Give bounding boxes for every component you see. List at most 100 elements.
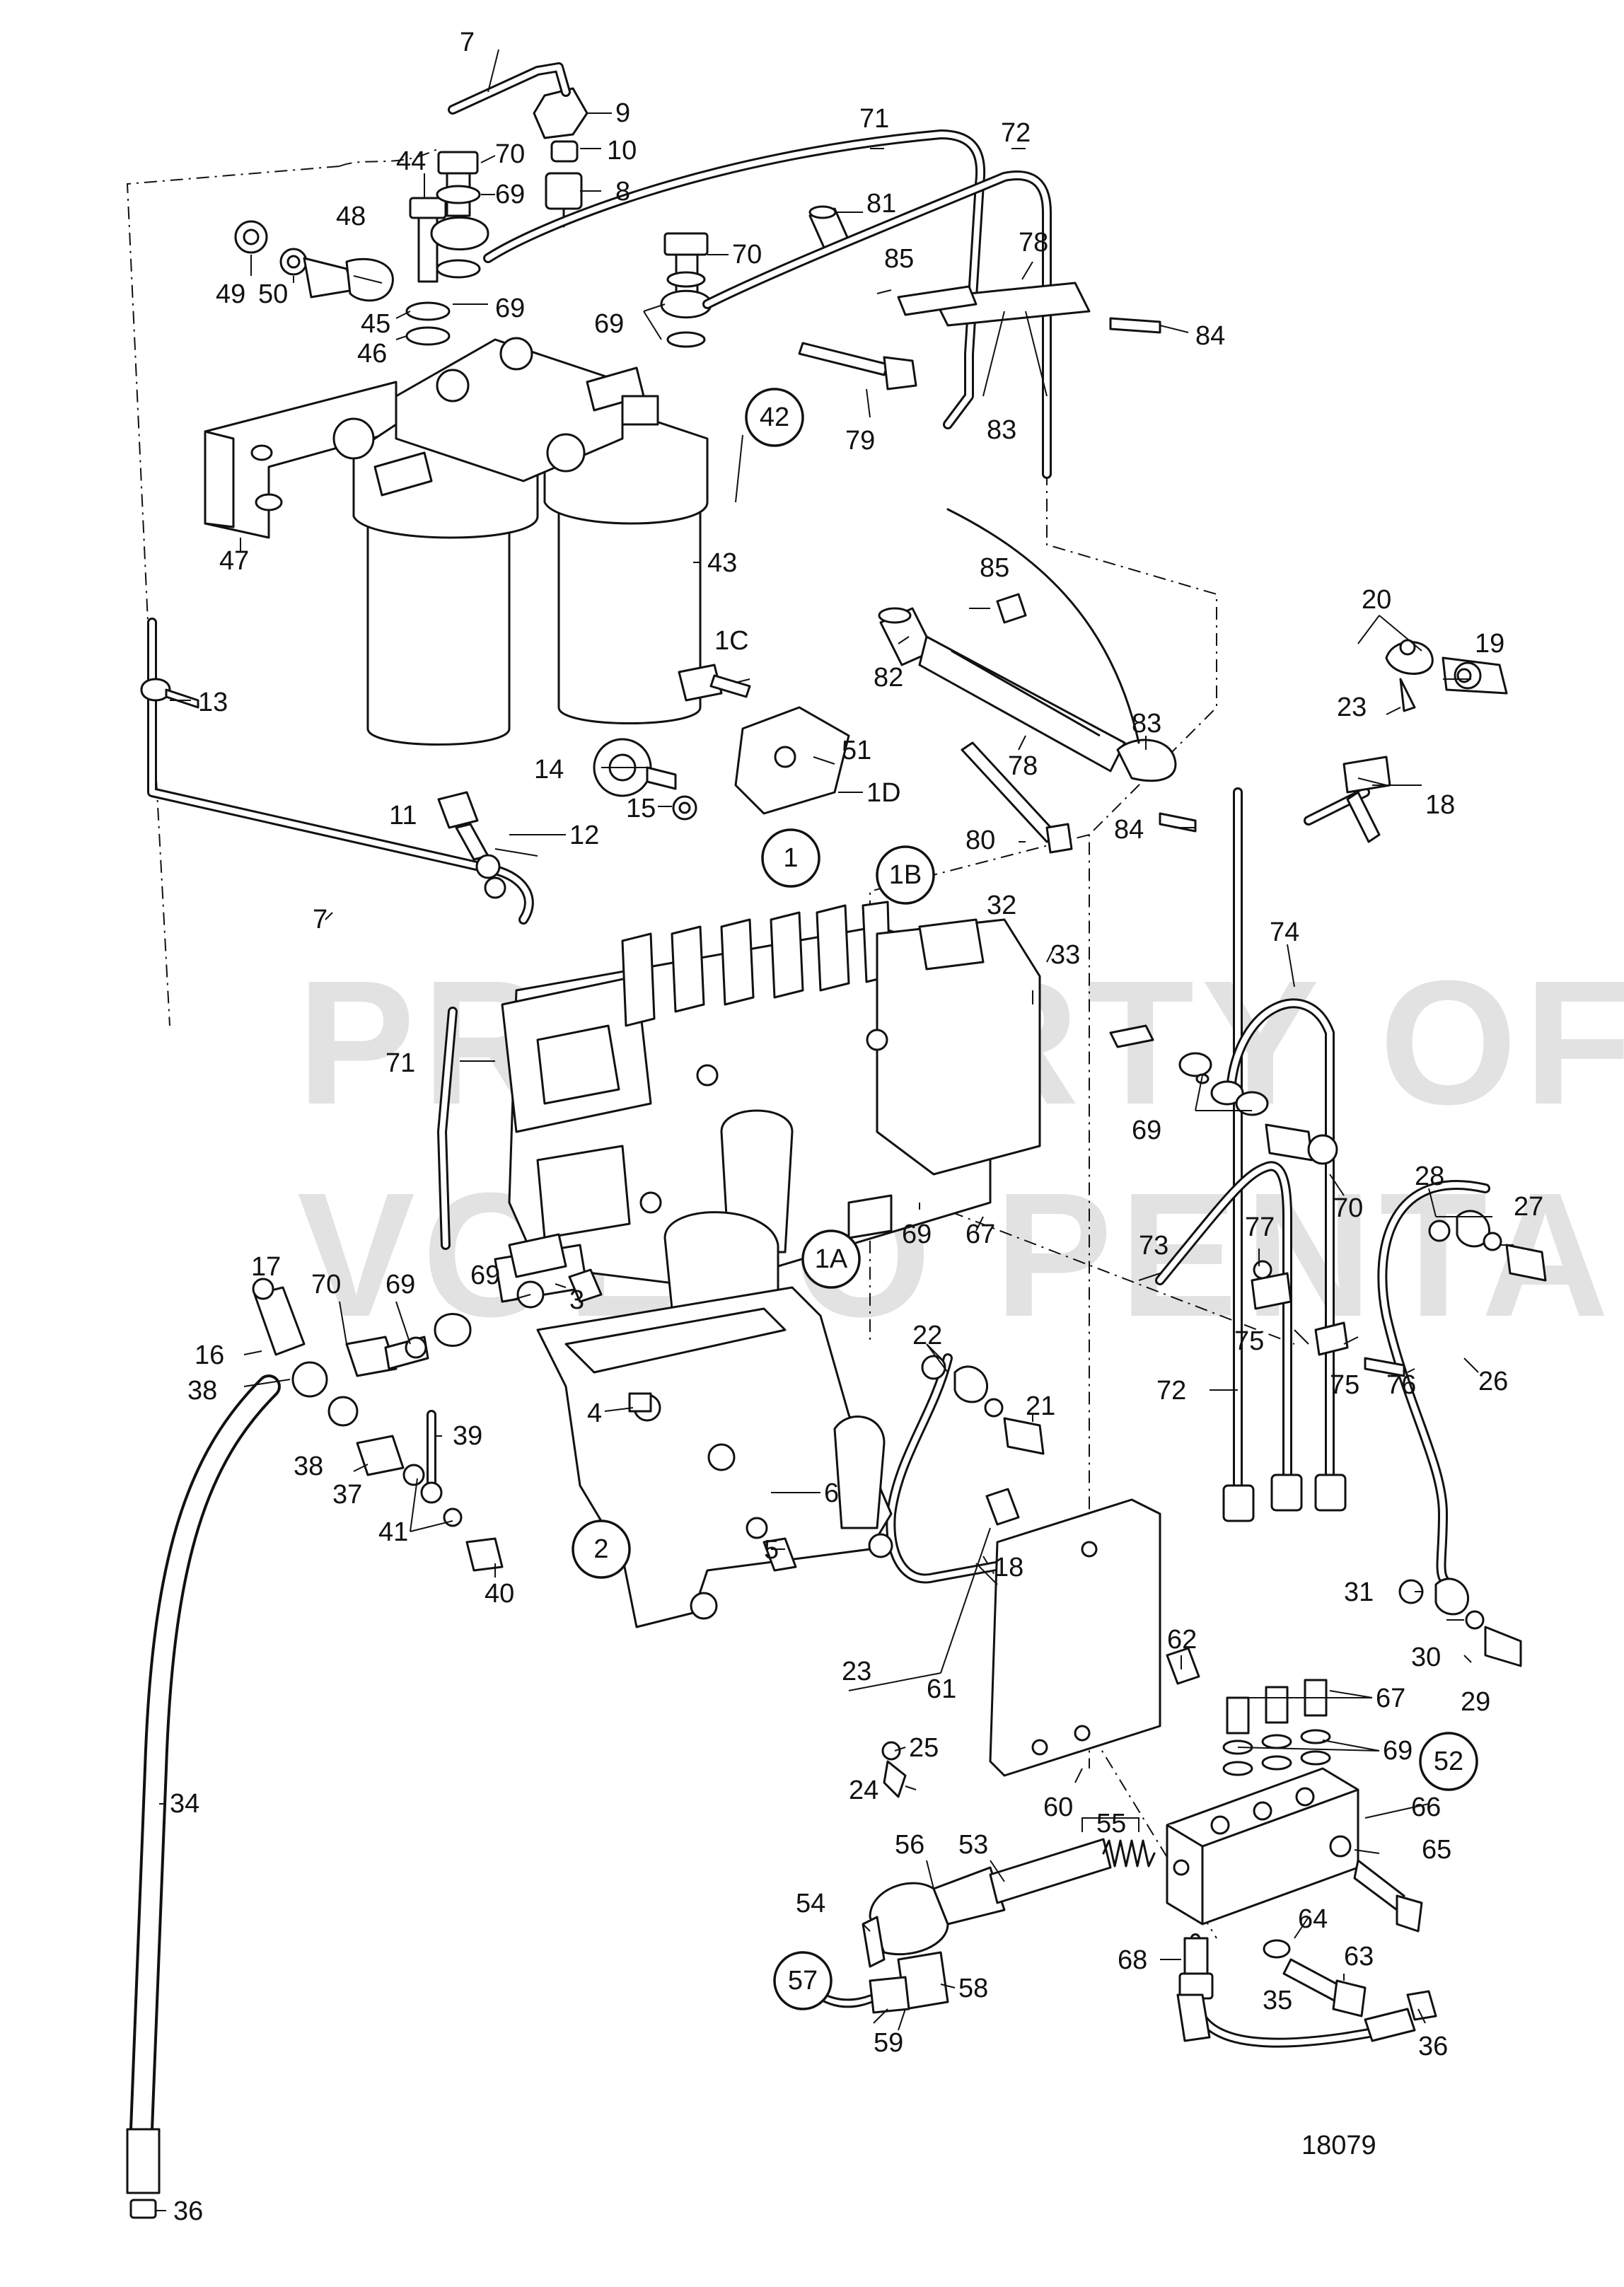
circled-labels: 42 1 1B 1A 2 52 57: [572, 388, 1478, 2010]
part-label-33: 33: [1050, 940, 1080, 970]
part-label-60: 60: [1043, 1793, 1073, 1822]
part-label-5: 5: [764, 1535, 779, 1565]
part-label-55: 55: [1096, 1809, 1126, 1839]
part-label-23: 23: [842, 1657, 871, 1686]
circled-label-52: 52: [1419, 1732, 1478, 1791]
part-label-12: 12: [569, 821, 599, 850]
part-label-10: 10: [607, 136, 637, 166]
mounting-plate: [989, 1498, 1161, 1777]
part-label-7: 7: [313, 905, 327, 934]
part-label-72: 72: [1001, 118, 1031, 148]
part-label-1C: 1C: [714, 626, 749, 656]
part-label-49: 49: [216, 279, 245, 309]
part-label-23: 23: [1337, 693, 1367, 722]
part-label-26: 26: [1478, 1367, 1508, 1396]
part-label-17: 17: [251, 1252, 281, 1282]
part-label-3: 3: [569, 1285, 584, 1315]
part-label-34: 34: [170, 1789, 199, 1819]
part-label-76: 76: [1386, 1370, 1416, 1400]
part-label-24: 24: [849, 1776, 878, 1805]
part-label-79: 79: [845, 426, 875, 456]
svg-text:42: 42: [760, 403, 789, 432]
svg-text:1A: 1A: [815, 1244, 848, 1274]
part-label-8: 8: [615, 177, 630, 207]
part-label-37: 37: [332, 1480, 362, 1510]
circled-label-1B: 1B: [876, 845, 935, 905]
circled-label-1: 1: [761, 828, 820, 888]
part-label-58: 58: [958, 1974, 988, 2003]
part-label-18: 18: [1425, 790, 1455, 820]
part-label-14: 14: [534, 755, 564, 784]
part-label-70: 70: [1333, 1193, 1363, 1223]
part-label-68: 68: [1118, 1945, 1147, 1975]
part-label-25: 25: [909, 1733, 939, 1763]
part-label-70: 70: [495, 139, 525, 169]
filter-canister-right: [557, 494, 702, 724]
filter-canister-left: [366, 508, 511, 746]
part-label-67: 67: [1376, 1684, 1405, 1713]
part-label-83: 83: [1132, 709, 1161, 739]
fuel-filter-assembly: [204, 337, 709, 746]
part-label-32: 32: [987, 891, 1016, 920]
part-label-61: 61: [927, 1674, 956, 1704]
part-label-75: 75: [1234, 1326, 1264, 1356]
part-label-78: 78: [1008, 751, 1038, 781]
part-label-75: 75: [1330, 1370, 1359, 1400]
part-label-36: 36: [1418, 2032, 1448, 2061]
part-label-21: 21: [1026, 1391, 1055, 1421]
part-label-31: 31: [1344, 1577, 1374, 1607]
part-label-39: 39: [453, 1421, 482, 1451]
part-label-62: 62: [1167, 1625, 1197, 1655]
leader-lines: [156, 49, 1514, 2211]
part-label-66: 66: [1411, 1793, 1441, 1822]
part-label-54: 54: [796, 1889, 825, 1918]
part-label-6: 6: [824, 1478, 839, 1508]
distribution-block-assembly: [140, 678, 1437, 2042]
part-label-4: 4: [587, 1399, 602, 1428]
part-label-53: 53: [958, 1830, 988, 1860]
part-label-69: 69: [470, 1261, 500, 1290]
part-label-82: 82: [874, 663, 903, 693]
part-label-1D: 1D: [866, 778, 901, 808]
part-label-27: 27: [1514, 1192, 1543, 1222]
circled-label-57: 57: [773, 1951, 833, 2010]
part-label-69: 69: [1383, 1736, 1413, 1766]
part-label-84: 84: [1195, 321, 1225, 351]
part-label-40: 40: [485, 1579, 514, 1609]
part-label-71: 71: [385, 1048, 415, 1078]
part-label-77: 77: [1245, 1212, 1275, 1242]
part-label-15: 15: [626, 794, 656, 823]
part-label-59: 59: [874, 2028, 903, 2058]
circled-label-42: 42: [745, 388, 804, 447]
part-label-44: 44: [396, 146, 426, 176]
part-label-38: 38: [187, 1376, 217, 1406]
part-label-50: 50: [258, 279, 288, 309]
part-label-69: 69: [495, 294, 525, 323]
part-label-74: 74: [1270, 917, 1299, 947]
part-label-30: 30: [1411, 1643, 1441, 1672]
part-label-69: 69: [495, 180, 525, 209]
svg-text:1B: 1B: [889, 860, 922, 890]
drawing-number: 18079: [1301, 2131, 1376, 2160]
part-label-64: 64: [1298, 1904, 1328, 1934]
part-label-36: 36: [173, 2196, 203, 2226]
part-label-84: 84: [1114, 815, 1144, 845]
circled-label-1A: 1A: [801, 1229, 861, 1289]
part-label-46: 46: [357, 339, 387, 369]
part-label-43: 43: [707, 548, 737, 578]
part-label-69: 69: [902, 1220, 932, 1249]
svg-text:1: 1: [783, 843, 798, 873]
part-label-81: 81: [866, 189, 896, 219]
part-label-38: 38: [294, 1452, 323, 1481]
part-label-29: 29: [1461, 1687, 1490, 1717]
part-label-9: 9: [615, 98, 630, 128]
part-labels: 7 9 10 8 44 70 69 48 49 50 45 69 46 71 7…: [170, 28, 1543, 2226]
part-label-11: 11: [389, 801, 417, 830]
part-label-69: 69: [594, 309, 624, 339]
flexible-hose: [126, 1374, 281, 2219]
part-label-73: 73: [1139, 1231, 1168, 1261]
part-label-63: 63: [1344, 1942, 1374, 1972]
part-label-69: 69: [1132, 1116, 1161, 1145]
part-label-47: 47: [219, 546, 249, 576]
